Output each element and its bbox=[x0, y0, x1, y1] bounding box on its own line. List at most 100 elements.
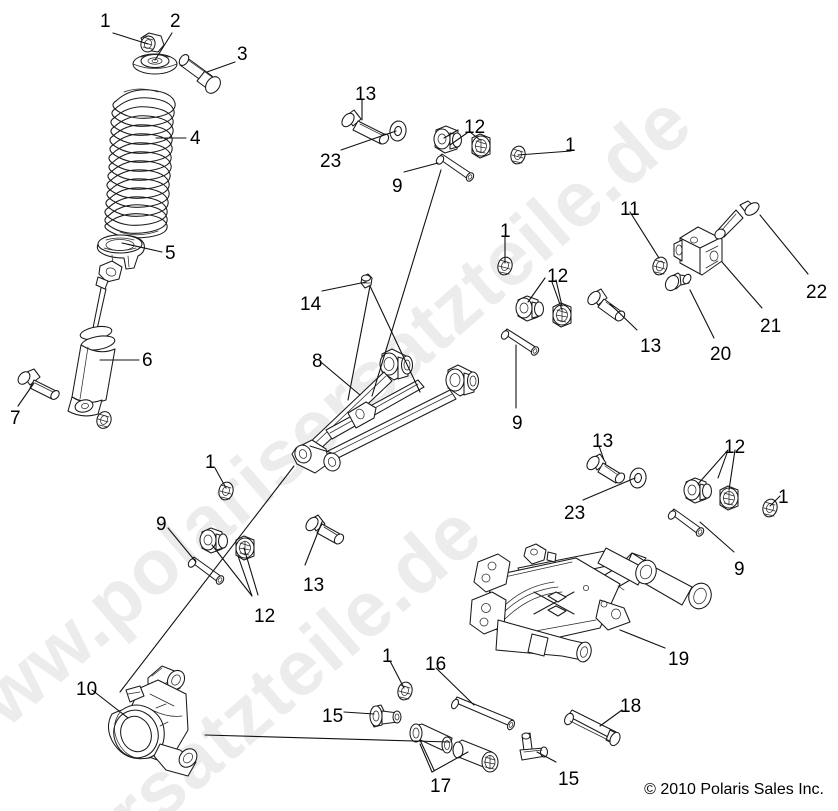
callout-13-d: 13 bbox=[303, 575, 325, 596]
part-23-flat-washer-b bbox=[629, 467, 647, 489]
callout-6: 6 bbox=[142, 350, 153, 371]
callout-1-d: 1 bbox=[778, 487, 789, 508]
part-10-rear-hub-knuckle-carrier bbox=[107, 665, 198, 777]
leader-line-12 bbox=[243, 547, 259, 596]
part-19-lower-control-arm-assembly bbox=[469, 543, 712, 663]
callout-22: 22 bbox=[806, 282, 828, 303]
callout-1-f: 1 bbox=[382, 646, 393, 667]
part-12-pivot-bushing-h bbox=[719, 485, 739, 511]
part-13-flange-bolt-b bbox=[587, 288, 626, 322]
callout-13-b: 13 bbox=[640, 336, 662, 357]
callout-13-c: 13 bbox=[592, 431, 614, 452]
part-3-hex-flange-bolt bbox=[178, 54, 221, 94]
part-15-shoulder-bolt-a bbox=[369, 704, 402, 728]
callout-21: 21 bbox=[760, 316, 782, 337]
long-leader-lines bbox=[119, 129, 736, 773]
leader-line-18 bbox=[599, 709, 623, 727]
leader-line-12 bbox=[449, 132, 468, 146]
callout-1-c: 1 bbox=[500, 221, 511, 242]
leader-line-1 bbox=[214, 467, 227, 489]
part-16-long-pivot-spacer bbox=[451, 696, 515, 731]
callout-8: 8 bbox=[312, 351, 323, 372]
callout-17: 17 bbox=[430, 776, 452, 797]
leader-line-15 bbox=[536, 751, 557, 763]
part-20-bracket-bolt bbox=[664, 272, 692, 292]
leader-line-20 bbox=[689, 289, 715, 339]
part-12-pivot-bushing-g bbox=[683, 477, 713, 504]
leader-line-1 bbox=[517, 150, 572, 156]
part-23-flat-washer-a bbox=[389, 120, 407, 142]
callout-18: 18 bbox=[620, 696, 642, 717]
part-17-bushing-sleeve-b bbox=[452, 739, 499, 773]
leader-line-10 bbox=[91, 689, 129, 719]
part-12-pivot-bushing-b bbox=[471, 133, 491, 159]
leader-lines bbox=[17, 32, 809, 771]
part-7-shock-mount-bolt bbox=[17, 368, 60, 400]
part-9-pivot-spacer-a bbox=[435, 153, 475, 182]
leader-line-9 bbox=[403, 162, 439, 173]
leader-line-1 bbox=[389, 660, 405, 689]
callout-9-c: 9 bbox=[734, 559, 745, 580]
part-15-shoulder-bolt-b bbox=[519, 732, 549, 761]
leader-line-1 bbox=[112, 32, 149, 45]
leader-line-12 bbox=[551, 281, 563, 311]
callout-13: 13 bbox=[355, 84, 377, 105]
callout-12-c: 12 bbox=[724, 437, 746, 458]
part-6-shock-absorber bbox=[67, 260, 123, 417]
leader-line-9 bbox=[699, 521, 735, 553]
part-9-pivot-spacer-d bbox=[667, 508, 705, 537]
part-12-pivot-bushing-c bbox=[515, 295, 545, 322]
leader-line-13 bbox=[609, 303, 638, 331]
leader-line-22 bbox=[759, 214, 809, 275]
callout-12-d: 12 bbox=[254, 606, 276, 627]
callout-5: 5 bbox=[165, 243, 176, 264]
callout-1-b: 1 bbox=[565, 135, 576, 156]
part-1-flange-nut-b bbox=[96, 411, 112, 429]
callout-23: 23 bbox=[320, 151, 342, 172]
callout-23-b: 23 bbox=[564, 503, 586, 524]
part-21-stabilizer-bracket bbox=[673, 226, 723, 276]
part-17-bushing-sleeve-a bbox=[409, 723, 453, 754]
callout-9-d: 9 bbox=[156, 514, 167, 535]
part-1-flange-nut-g bbox=[397, 681, 413, 701]
part-1-flange-nut-c bbox=[218, 481, 234, 501]
callout-14: 14 bbox=[300, 294, 322, 315]
callout-11: 11 bbox=[620, 199, 640, 220]
leader-line-9 bbox=[167, 527, 197, 563]
callout-15-b: 15 bbox=[558, 769, 580, 790]
part-1-flange-nut-f bbox=[762, 498, 778, 518]
leader-line-17 bbox=[419, 739, 435, 771]
leader-line-5 bbox=[121, 242, 163, 253]
leader-line-2 bbox=[154, 32, 173, 61]
leader-line-19 bbox=[619, 629, 666, 649]
leader-line-8 bbox=[321, 362, 361, 396]
leader-line-3 bbox=[206, 61, 236, 73]
part-18-long-flange-bolt bbox=[564, 709, 621, 747]
leader-line-16 bbox=[435, 667, 475, 706]
callout-20: 20 bbox=[710, 344, 732, 365]
part-5-lower-spring-retainer bbox=[96, 234, 145, 270]
callout-12: 12 bbox=[464, 117, 486, 138]
leader-line-11 bbox=[629, 211, 660, 259]
callout-19: 19 bbox=[668, 649, 690, 670]
callout-2: 2 bbox=[170, 11, 181, 32]
callout-16: 16 bbox=[425, 654, 447, 675]
part-13-flange-bolt-d bbox=[586, 453, 626, 484]
leader-line-13 bbox=[304, 521, 323, 566]
part-13-flange-bolt-c bbox=[305, 514, 345, 545]
copyright-notice: © 2010 Polaris Sales Inc. bbox=[644, 781, 824, 798]
callout-15: 15 bbox=[322, 706, 344, 727]
callout-12-b: 12 bbox=[547, 266, 569, 287]
leader-line-13 bbox=[598, 445, 605, 461]
leader-line-23 bbox=[340, 130, 397, 151]
leader-line-23 bbox=[582, 477, 636, 501]
leader-line-1 bbox=[769, 495, 781, 507]
leader-line-14 bbox=[321, 281, 367, 292]
callout-10: 10 bbox=[76, 679, 98, 700]
part-22-through-bolt bbox=[714, 200, 760, 240]
part-9-pivot-spacer-b bbox=[500, 328, 540, 356]
leader-line-7 bbox=[17, 382, 35, 407]
